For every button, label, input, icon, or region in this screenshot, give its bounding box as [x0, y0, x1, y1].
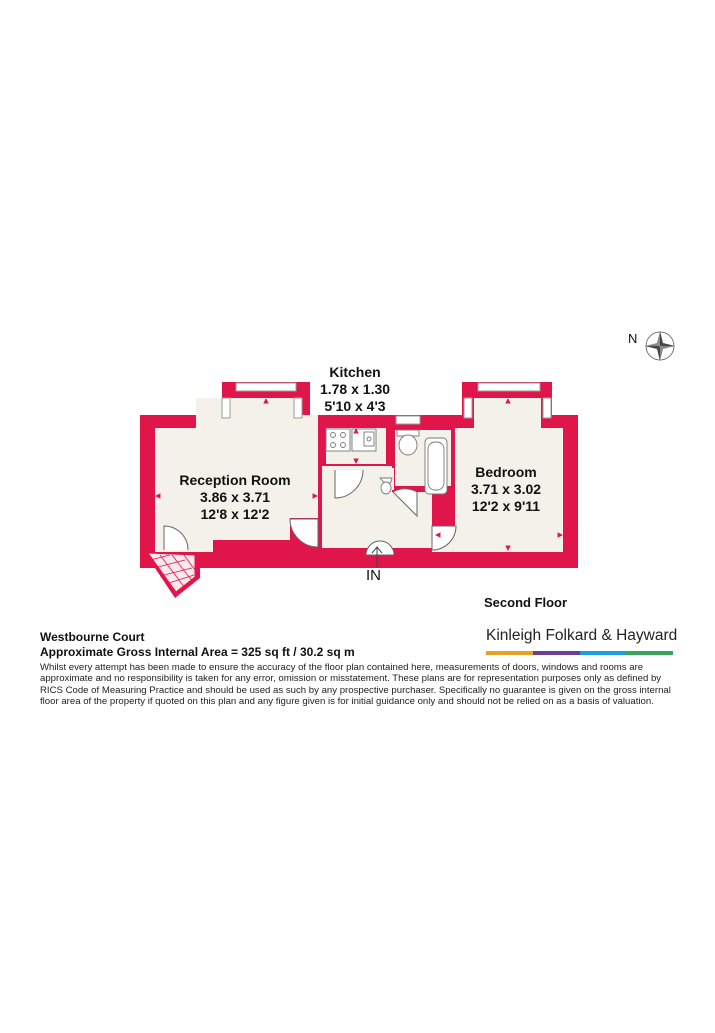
- doors: [163, 469, 457, 556]
- bedroom-floor: [432, 398, 563, 552]
- reception-name: Reception Room: [179, 472, 291, 488]
- reception-room-floor: [155, 398, 318, 552]
- compass-rose-icon: [645, 331, 675, 361]
- kitchen-imperial: 5'10 x 4'3: [324, 397, 386, 414]
- bedroom-imperial: 12'2 x 9'11: [471, 497, 541, 514]
- reception-label: Reception Room 3.86 x 3.71 12'8 x 12'2: [160, 472, 310, 522]
- gross-area-text: Approximate Gross Internal Area = 325 sq…: [40, 645, 355, 659]
- entrance-label: IN: [366, 567, 381, 584]
- stripe-orange: [486, 651, 533, 655]
- reception-metric: 3.86 x 3.71: [199, 488, 271, 505]
- kitchen-name: Kitchen: [329, 364, 381, 380]
- stripe-green: [626, 651, 673, 655]
- reception-imperial: 12'8 x 12'2: [200, 505, 270, 522]
- windows: [221, 382, 552, 425]
- brand-color-stripe: [486, 651, 673, 655]
- kitchen-fittings: [325, 428, 377, 452]
- entrance-arrow: [371, 546, 383, 568]
- stripe-purple: [532, 651, 580, 655]
- measure-markers: [154, 397, 564, 552]
- compass-north-label: N: [628, 331, 638, 346]
- agent-logo-text: Kinleigh Folkard & Hayward: [486, 627, 678, 644]
- bathroom-fittings: [379, 429, 448, 495]
- bedroom-name: Bedroom: [475, 464, 537, 480]
- balcony-bay: [143, 550, 200, 598]
- disclaimer-text: Whilst every attempt has been made to en…: [40, 662, 671, 708]
- bedroom-metric: 3.71 x 3.02: [470, 480, 542, 497]
- stripe-blue: [579, 651, 627, 655]
- bedroom-label: Bedroom 3.71 x 3.02 12'2 x 9'11: [450, 464, 562, 514]
- floor-name: Second Floor: [484, 595, 568, 610]
- kitchen-label: Kitchen 1.78 x 1.30 5'10 x 4'3: [290, 364, 420, 414]
- property-name: Westbourne Court: [40, 630, 145, 644]
- kitchen-metric: 1.78 x 1.30: [319, 380, 391, 397]
